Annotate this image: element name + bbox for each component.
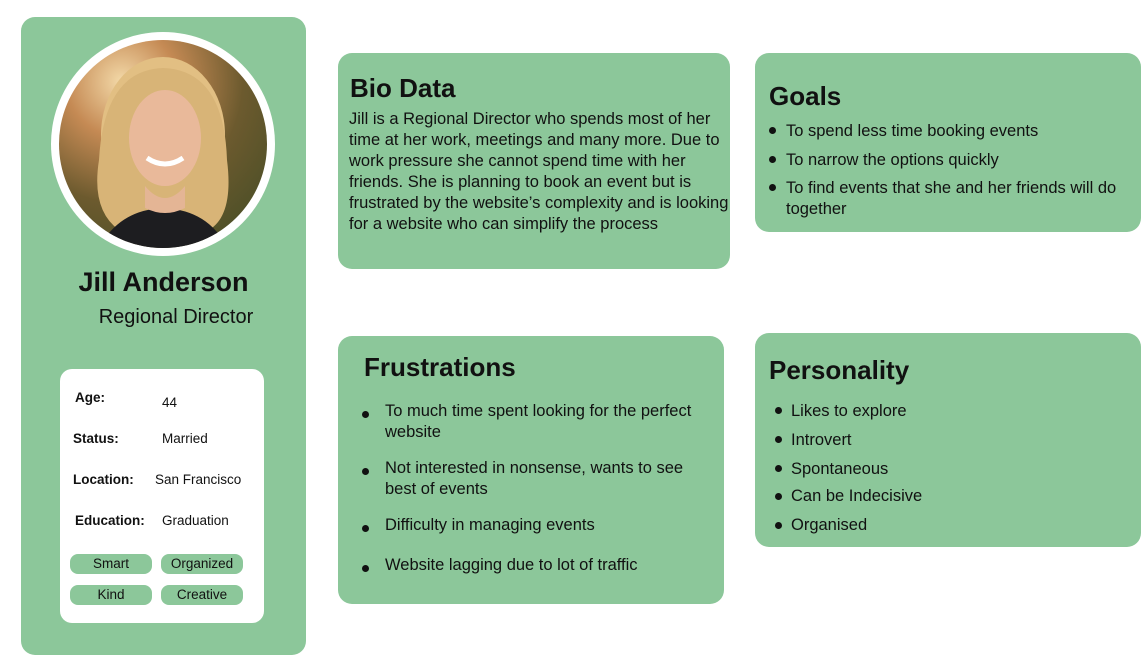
bio-card: Bio Data Jill is a Regional Director who…: [338, 53, 730, 269]
goal-item: To find events that she and her friends …: [786, 179, 1117, 218]
frustration-item: To much time spent looking for the perfe…: [385, 402, 692, 441]
goals-card: Goals To spend less time booking events …: [755, 53, 1141, 232]
education-value: Graduation: [162, 513, 229, 528]
avatar: [59, 40, 267, 248]
goal-item: To narrow the options quickly: [786, 151, 999, 169]
details-panel: Age: 44 Status: Married Location: San Fr…: [60, 369, 264, 623]
frustration-item: Website lagging due to lot of traffic: [385, 556, 638, 574]
avatar-frame: [51, 32, 275, 256]
goals-title: Goals: [769, 81, 842, 111]
bio-title: Bio Data: [350, 73, 456, 103]
frustration-item: Difficulty in managing events: [385, 516, 595, 534]
age-value: 44: [162, 395, 178, 410]
bullet-icon: [775, 465, 782, 472]
personality-item: Likes to explore: [791, 402, 907, 420]
bullet-icon: [362, 411, 369, 418]
personality-item: Organised: [791, 516, 868, 534]
location-label: Location:: [73, 472, 134, 487]
bullet-icon: [362, 468, 369, 475]
age-label: Age:: [75, 390, 105, 405]
personality-card: Personality Likes to explore Introvert S…: [755, 333, 1141, 547]
trait-tag: Creative: [161, 585, 243, 605]
bullet-icon: [362, 525, 369, 532]
profile-card: Jill Anderson Regional Director Age: 44 …: [21, 17, 306, 655]
personality-item: Introvert: [791, 431, 852, 449]
bullet-icon: [769, 127, 776, 134]
personality-item: Can be Indecisive: [791, 487, 923, 505]
bullet-icon: [362, 565, 369, 572]
trait-tag: Smart: [70, 554, 152, 574]
bullet-icon: [769, 156, 776, 163]
bio-text: Jill is a Regional Director who spends m…: [349, 110, 729, 233]
frustration-item: Not interested in nonsense, wants to see…: [385, 459, 684, 498]
education-label: Education:: [75, 513, 145, 528]
location-value: San Francisco: [155, 472, 242, 487]
bullet-icon: [775, 522, 782, 529]
personality-item: Spontaneous: [791, 460, 889, 478]
bullet-icon: [775, 493, 782, 500]
person-role: Regional Director: [98, 306, 254, 328]
personality-title: Personality: [769, 355, 910, 385]
goal-item: To spend less time booking events: [786, 122, 1039, 140]
frustrations-card: Frustrations To much time spent looking …: [338, 336, 724, 604]
frustrations-title: Frustrations: [364, 352, 516, 382]
bullet-icon: [775, 436, 782, 443]
status-label: Status:: [73, 431, 119, 446]
bullet-icon: [769, 184, 776, 191]
trait-tag: Kind: [70, 585, 152, 605]
status-value: Married: [162, 431, 208, 446]
trait-tag: Organized: [161, 554, 243, 574]
person-name: Jill Anderson: [78, 267, 249, 297]
bullet-icon: [775, 407, 782, 414]
avatar-portrait-image: [97, 57, 229, 248]
